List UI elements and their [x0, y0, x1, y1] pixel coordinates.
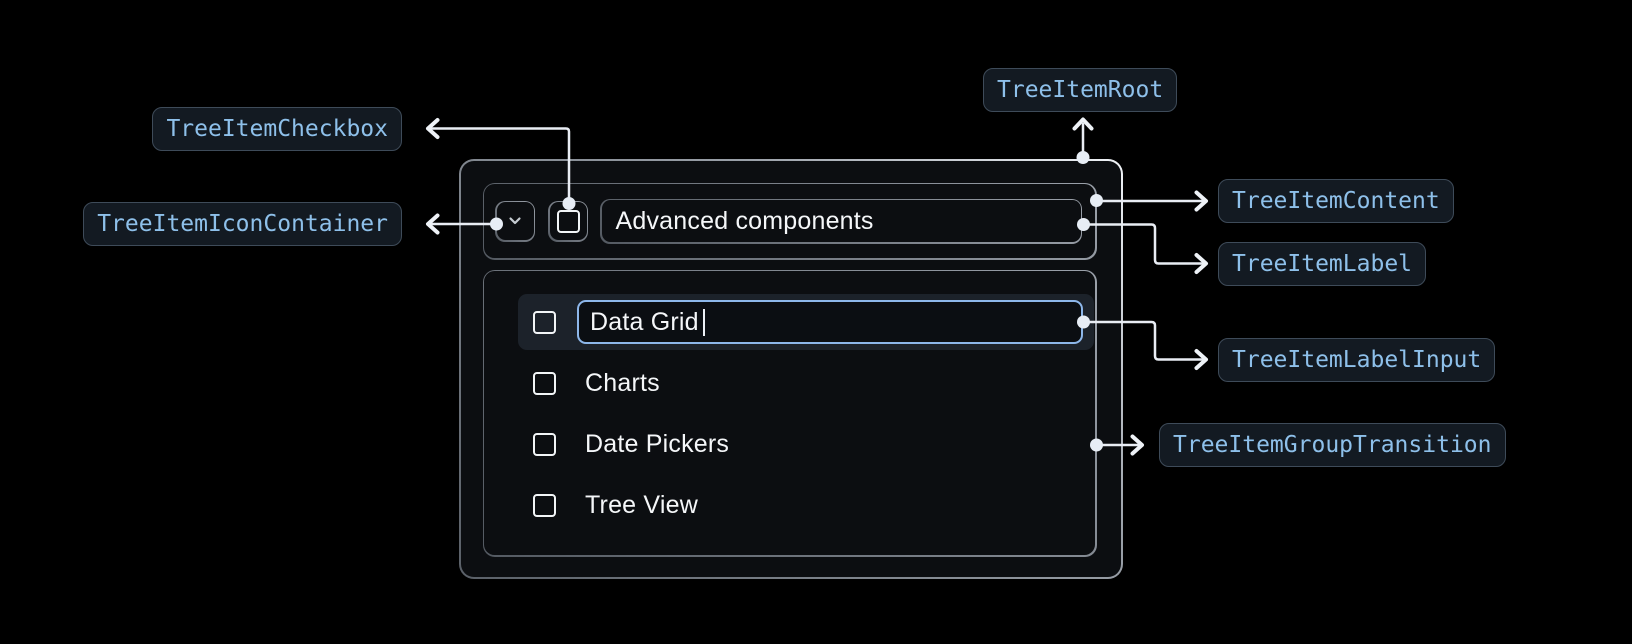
arrowhead-up-icon: [1072, 117, 1094, 131]
tree-item-checkbox[interactable]: [548, 200, 588, 242]
tree-item-label[interactable]: Advanced components: [600, 198, 1082, 244]
row-checkbox[interactable]: [533, 310, 556, 334]
badge-tree-item-content: TreeItemContent: [1218, 179, 1454, 223]
badge-tree-item-icon-container: TreeItemIconContainer: [83, 202, 402, 246]
tree-row-date-pickers[interactable]: Date Pickers: [518, 416, 1094, 472]
tree-row-tree-view[interactable]: Tree View: [518, 477, 1094, 533]
tree-item-label-input[interactable]: Data Grid: [577, 300, 1083, 344]
arrowhead-right-icon: [1194, 190, 1208, 212]
row-label: Charts: [585, 368, 660, 397]
badge-tree-item-checkbox: TreeItemCheckbox: [152, 107, 402, 151]
badge-tree-item-root: TreeItemRoot: [983, 68, 1178, 112]
arrowhead-right-icon: [1194, 349, 1208, 370]
arrowhead-right-icon: [1194, 253, 1208, 274]
label-input-value: Data Grid: [590, 307, 699, 336]
tree-item-group-transition: Data Grid Charts Date Pickers T: [482, 269, 1097, 557]
parent-label: Advanced components: [615, 206, 874, 235]
tree-item-content[interactable]: Advanced components: [482, 182, 1097, 260]
arrowhead-left-icon: [426, 213, 440, 235]
tree-row-charts[interactable]: Charts: [518, 355, 1094, 411]
tree-item-root: Advanced components Data Grid: [458, 158, 1123, 579]
row-checkbox[interactable]: [533, 493, 556, 517]
tree-row-data-grid[interactable]: Data Grid: [518, 294, 1094, 350]
badge-tree-item-label-input: TreeItemLabelInput: [1218, 338, 1496, 382]
row-label: Date Pickers: [585, 429, 730, 458]
row-checkbox[interactable]: [533, 371, 556, 395]
tree-item-root-surface: Advanced components Data Grid: [460, 160, 1121, 577]
tree-item-icon-container[interactable]: [495, 200, 535, 242]
row-label: Tree View: [585, 490, 698, 519]
text-cursor: [702, 308, 706, 336]
badge-tree-item-label: TreeItemLabel: [1218, 242, 1427, 286]
chevron-down-icon: [505, 211, 525, 231]
row-checkbox[interactable]: [533, 432, 556, 456]
arrowhead-left-icon: [426, 118, 440, 139]
checkbox-icon: [556, 209, 580, 233]
badge-tree-item-group-transition: TreeItemGroupTransition: [1159, 423, 1506, 467]
arrowhead-right-icon: [1130, 434, 1144, 456]
